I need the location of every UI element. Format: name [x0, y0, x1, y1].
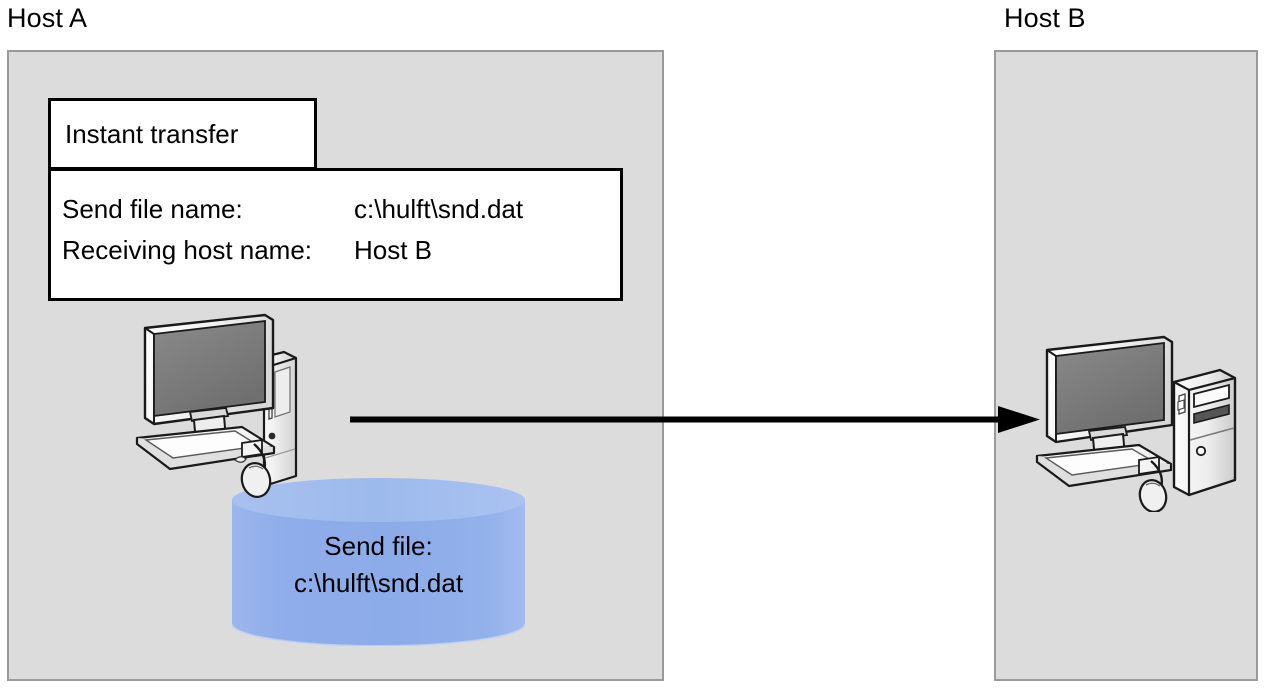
instant-transfer-tab: Instant transfer [48, 98, 317, 170]
host-b-mouse [1138, 460, 1168, 512]
datastore-caption-line1: Send file: [324, 531, 433, 561]
datastore-caption-line2: c:\hulft\snd.dat [293, 568, 464, 598]
transfer-detail-box: Send file name: c:\hulft\snd.dat Receivi… [48, 168, 623, 301]
transfer-detail-rows: Send file name: c:\hulft\snd.dat Receivi… [62, 194, 620, 276]
host-a-computer-icon [135, 313, 298, 498]
send-file-name-label: Send file name: [62, 194, 243, 224]
detail-row-send-file-name: Send file name: c:\hulft\snd.dat [62, 194, 620, 235]
receiving-host-name-value: Host B [354, 235, 433, 265]
receiving-host-name-label: Receiving host name: [62, 235, 313, 265]
host-b-keyboard [1035, 443, 1173, 488]
host-b-title: Host B [1004, 3, 1086, 33]
host-b-tower [1172, 368, 1237, 497]
host-a-mouse [240, 443, 272, 498]
send-file-datastore: Send file: c:\hulft\snd.dat [232, 478, 525, 646]
send-file-name-value: c:\hulft\snd.dat [354, 194, 524, 224]
host-a-keyboard [135, 425, 276, 471]
instant-transfer-tab-label: Instant transfer [65, 119, 239, 149]
detail-row-receiving-host-name: Receiving host name: Host B [62, 235, 620, 276]
host-b-computer-icon [1035, 335, 1237, 512]
datastore-caption: Send file: c:\hulft\snd.dat [232, 528, 525, 602]
right-arrow-icon [350, 406, 1040, 433]
database-cylinder-icon [232, 478, 525, 646]
host-a-title: Host A [7, 3, 88, 33]
